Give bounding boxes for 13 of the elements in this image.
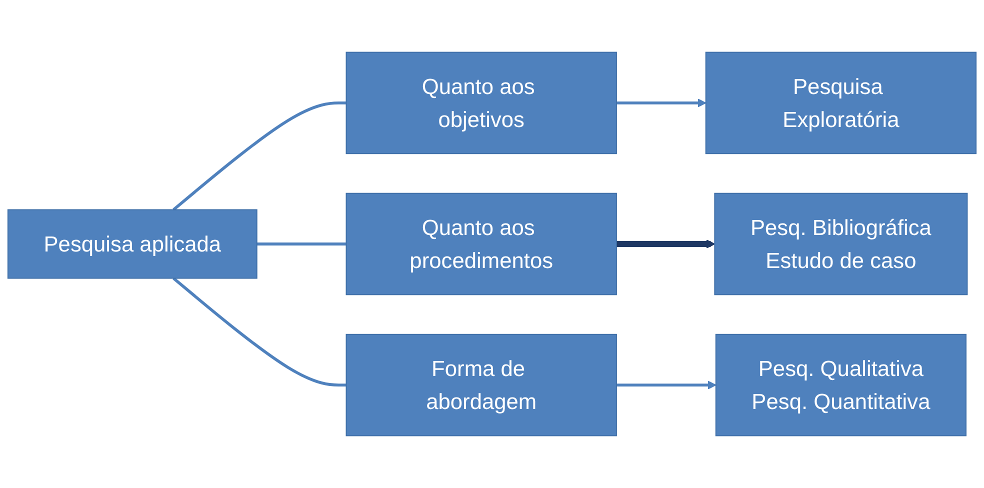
arrow [616,380,716,390]
connector [172,277,346,387]
node-box: Pesq. Bibliográfica Estudo de caso [714,192,968,296]
node-box: Quanto aos procedimentos [346,192,617,296]
node-box: Pesquisa aplicada [7,209,258,279]
node-box: Pesq. Qualitativa Pesq. Quantitativa [715,334,966,436]
connector [256,242,346,246]
node-box: Quanto aos objetivos [346,52,617,154]
connector [172,101,346,211]
arrow [616,240,716,248]
node-box: Pesquisa Exploratória [705,52,977,154]
node-box: Forma de abordagem [346,334,617,436]
arrow [616,98,706,108]
